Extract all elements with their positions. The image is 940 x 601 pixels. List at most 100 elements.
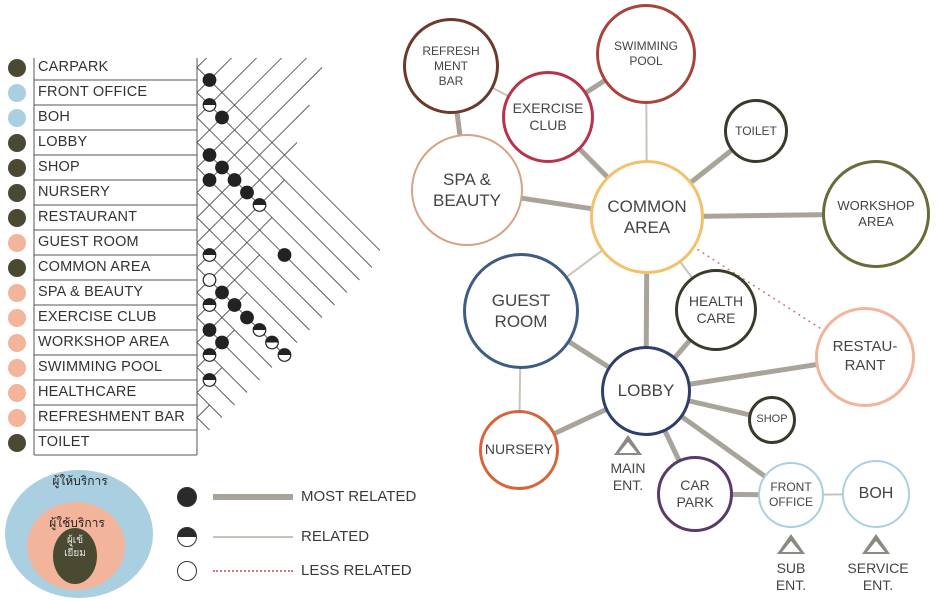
bubble-lobby: LOBBY xyxy=(601,346,691,436)
row-zone-dot xyxy=(8,108,26,127)
row-zone-dot xyxy=(8,83,26,102)
entrance-triangle-inner xyxy=(619,442,637,453)
bubble-boh: BOH xyxy=(842,460,910,528)
bubble-toilet: TOILET xyxy=(724,99,788,163)
legend-dotted-line xyxy=(213,570,293,572)
row-zone-dot xyxy=(8,133,26,152)
bubble-spa: SPA & BEAUTY xyxy=(411,134,523,246)
matrix-mark-half xyxy=(203,348,216,355)
bubble-workshop: WORKSHOP AREA xyxy=(822,160,930,268)
matrix-diagonal xyxy=(196,329,235,368)
row-zone-dot xyxy=(8,333,26,352)
matrix-mark-most xyxy=(202,173,217,187)
legend-thick-line xyxy=(213,494,293,500)
matrix-mark-half xyxy=(203,98,216,105)
row-zone-dot xyxy=(8,358,26,377)
matrix-mark-half xyxy=(253,198,266,205)
matrix-diagonal xyxy=(196,104,310,218)
matrix-diagonal xyxy=(196,0,341,143)
bubble-refresh: REFRESH MENT BAR xyxy=(403,18,499,114)
row-label: COMMON AREA xyxy=(38,259,151,275)
zone-label-inner: ผู้เข้ เยี่ยม xyxy=(64,535,86,559)
zone-label-middle: ผู้ใช้บริการ xyxy=(49,516,105,530)
bubble-common: COMMON AREA xyxy=(590,160,704,274)
row-zone-dot xyxy=(8,433,26,452)
row-label: SHOP xyxy=(38,159,80,175)
row-zone-dot xyxy=(8,208,26,227)
matrix-mark-most xyxy=(202,323,217,337)
legend-related-label: RELATED xyxy=(301,528,370,545)
matrix-diagonal xyxy=(196,417,210,431)
matrix-mark-most xyxy=(215,285,229,300)
row-label: HEALTHCARE xyxy=(38,384,137,400)
bubble-health: HEALTH CARE xyxy=(675,269,757,351)
bubble-guest: GUEST ROOM xyxy=(463,253,579,369)
matrix-mark-half xyxy=(203,373,216,380)
row-label: LOBBY xyxy=(38,134,88,150)
matrix-mark-most xyxy=(202,148,217,162)
row-label: EXERCISE CLUB xyxy=(38,309,157,325)
matrix-diagonal xyxy=(196,67,385,256)
legend-empty-dot-icon xyxy=(177,561,197,581)
matrix-diagonal xyxy=(196,367,235,406)
bubble-swim: SWIMMING POOL xyxy=(596,4,696,104)
matrix-mark-most xyxy=(240,185,254,200)
legend-less-label: LESS RELATED xyxy=(301,562,412,579)
entrance-label: SUB ENT. xyxy=(775,560,807,593)
matrix-mark-most xyxy=(227,298,242,312)
matrix-mark-half xyxy=(203,298,216,305)
matrix-diagonal xyxy=(196,217,310,331)
matrix-mark-most xyxy=(215,335,229,350)
relation-legend: MOST RELATED RELATED LESS RELATED xyxy=(175,478,455,588)
bubble-restau: RESTAU- RANT xyxy=(815,307,915,407)
matrix-mark-most xyxy=(202,73,217,87)
row-label: FRONT OFFICE xyxy=(38,84,148,100)
row-zone-dot xyxy=(8,158,26,177)
row-label: GUEST ROOM xyxy=(38,234,139,250)
matrix-mark-most xyxy=(240,310,254,325)
matrix-grid xyxy=(33,0,385,456)
row-zone-dot xyxy=(8,258,26,277)
row-label: RESTAURANT xyxy=(38,209,138,225)
zone-legend: ผู้ให้บริการ ผู้ใช้บริการ ผู้เข้ เยี่ยม xyxy=(0,462,200,601)
entrance-triangle-inner xyxy=(867,541,885,552)
legend-half-dot-icon xyxy=(177,527,197,547)
row-label: BOH xyxy=(38,109,71,125)
row-label: NURSERY xyxy=(38,184,111,200)
row-label: SWIMMING POOL xyxy=(38,359,163,375)
bubble-carpark: CAR PARK xyxy=(657,456,733,532)
zone-label-outer: ผู้ให้บริการ xyxy=(52,474,108,488)
matrix-mark-half xyxy=(265,336,279,343)
matrix-diagonal xyxy=(196,167,335,306)
bubble-shop: SHOP xyxy=(748,396,796,444)
matrix-mark-most xyxy=(227,173,242,187)
matrix-diagonal xyxy=(196,0,291,93)
row-zone-dot xyxy=(8,233,26,252)
bubble-nursery: NURSERY xyxy=(479,410,559,490)
row-zone-dot xyxy=(8,383,26,402)
matrix-mark-less xyxy=(202,273,217,287)
matrix-mark-half xyxy=(278,348,291,355)
matrix-mark-most xyxy=(277,248,292,262)
legend-thin-line xyxy=(213,536,293,538)
row-label: REFRESHMENT BAR xyxy=(38,409,185,425)
legend-full-dot-icon xyxy=(177,487,197,507)
matrix-mark-half xyxy=(203,248,216,255)
bubble-exercise: EXERCISE CLUB xyxy=(502,71,594,163)
row-label: TOILET xyxy=(38,434,90,450)
row-zone-dot xyxy=(8,283,26,302)
bubble-front: FRONT OFFICE xyxy=(758,462,824,528)
matrix-mark-half xyxy=(253,323,266,330)
row-zone-dot xyxy=(8,308,26,327)
matrix-diagonal xyxy=(196,404,210,418)
row-label: SPA & BEAUTY xyxy=(38,284,144,300)
zone-ring-inner xyxy=(53,528,97,584)
matrix-mark-most xyxy=(215,160,229,175)
row-label: WORKSHOP AREA xyxy=(38,334,170,350)
entrance-label: MAIN ENT. xyxy=(610,460,646,493)
matrix-mark-most xyxy=(215,110,229,125)
row-zone-dot xyxy=(8,58,26,77)
matrix-diagonal xyxy=(196,117,360,281)
legend-most-label: MOST RELATED xyxy=(301,488,417,505)
